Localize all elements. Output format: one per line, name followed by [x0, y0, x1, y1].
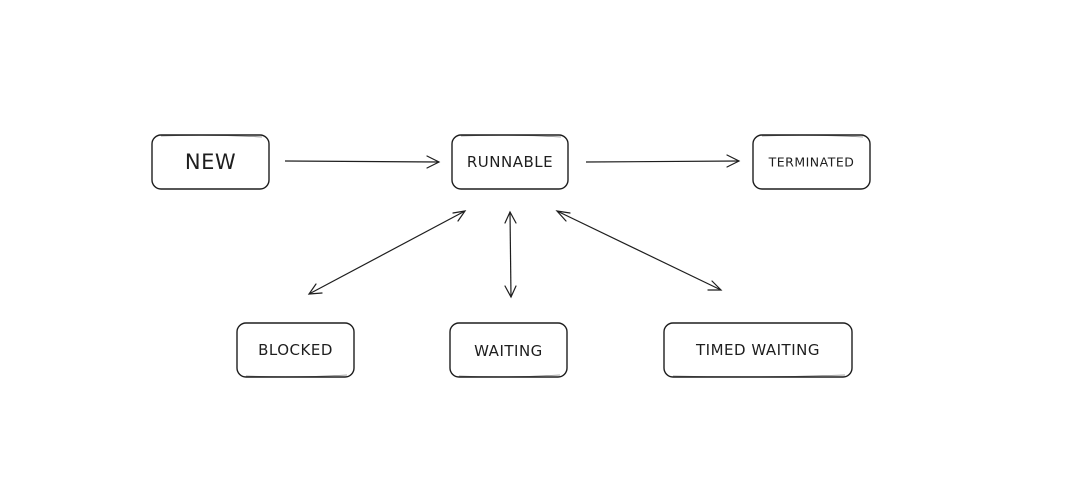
arrow-runnable-blocked — [307, 210, 467, 295]
arrow-new-to-runnable — [284, 155, 441, 169]
node-terminated-label: TERMINATED — [768, 155, 855, 170]
node-terminated[interactable]: TERMINATED — [752, 134, 871, 190]
arrow-runnable-to-terminated — [585, 154, 741, 168]
node-waiting[interactable]: WAITING — [449, 322, 568, 378]
node-blocked[interactable]: BLOCKED — [236, 322, 355, 378]
arrow-runnable-timed-waiting — [555, 210, 723, 291]
node-blocked-label: BLOCKED — [258, 341, 333, 359]
arrow-runnable-waiting — [504, 210, 517, 299]
node-runnable-label: RUNNABLE — [467, 153, 553, 171]
node-runnable[interactable]: RUNNABLE — [451, 134, 569, 190]
node-new-label: NEW — [185, 150, 236, 174]
node-new[interactable]: NEW — [151, 134, 270, 190]
node-timed-waiting[interactable]: TIMED WAITING — [663, 322, 853, 378]
node-timed-waiting-label: TIMED WAITING — [695, 341, 820, 359]
node-waiting-label: WAITING — [474, 342, 543, 360]
